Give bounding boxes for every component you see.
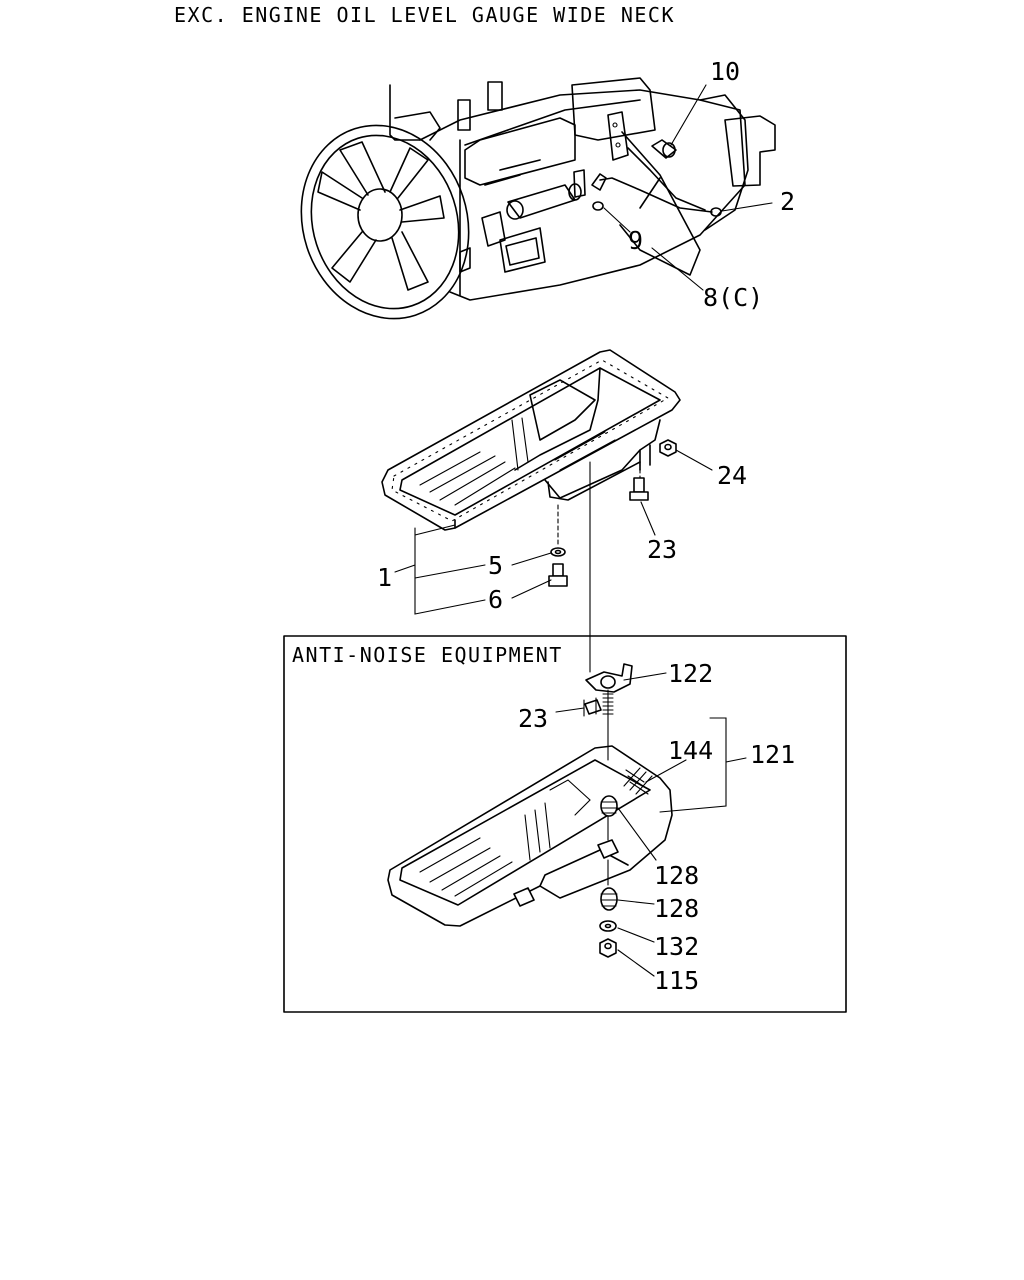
callout-2: 2 [780,187,795,216]
callout-10: 10 [710,57,740,86]
leader-lines-box [555,672,747,977]
callout-23-upper: 23 [647,535,677,564]
anti-noise-equipment-box [283,635,847,1013]
anti-noise-box-title: ANTI-NOISE EQUIPMENT [292,643,563,667]
callout-128-lower: 128 [654,894,699,923]
callout-6: 6 [488,585,503,614]
callout-1: 1 [377,563,392,592]
oil-pan-fasteners [548,439,677,587]
callout-9: 9 [628,226,643,255]
callout-8: 8(C) [703,283,763,312]
callout-122: 122 [668,659,713,688]
anti-noise-oil-pan-illustration [387,663,673,958]
leader-lines-top [603,84,773,291]
diagram-title: EXC. ENGINE OIL LEVEL GAUGE WIDE NECK [174,3,675,27]
oil-pan-illustration [381,349,681,531]
callout-132: 132 [654,932,699,961]
callout-23-lower: 23 [518,704,548,733]
engine-assembly-illustration [300,77,776,320]
leader-lines-middle [394,449,713,673]
callout-24: 24 [717,461,747,490]
callout-5: 5 [488,551,503,580]
callout-121: 121 [750,740,795,769]
callout-128-upper: 128 [654,861,699,890]
callout-115: 115 [654,966,699,995]
callout-144: 144 [668,736,713,765]
